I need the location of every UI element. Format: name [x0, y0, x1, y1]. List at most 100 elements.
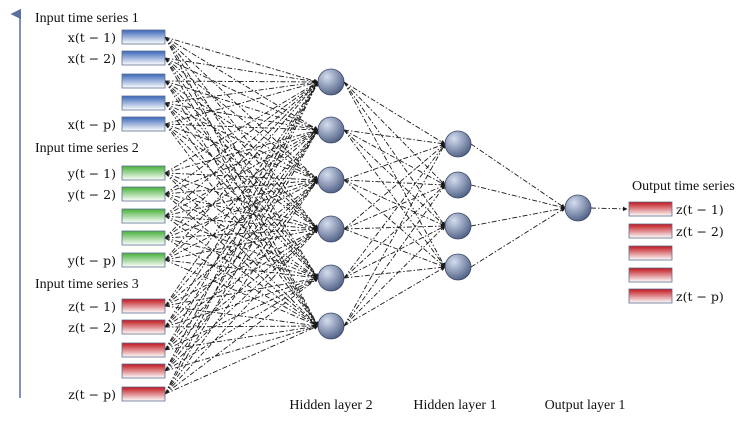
- connection-input-hidden2: [164, 36, 319, 230]
- input-lag-box: [121, 116, 166, 132]
- input-series-title: Input time series 1: [35, 11, 139, 26]
- connection-input-hidden2: [164, 179, 319, 328]
- connection-hidden2-hidden1: [343, 228, 446, 268]
- output-lag-label: z(t − 1): [676, 202, 724, 217]
- output-lag-box: [628, 245, 673, 261]
- connection-hidden1-output: [470, 206, 566, 227]
- hidden-layer-2-node: [317, 116, 345, 144]
- connection-hidden2-hidden1: [343, 225, 446, 279]
- output-series-title: Output time series: [632, 179, 735, 194]
- connection-input-hidden2: [164, 36, 319, 279]
- labels: Input time series 1x(t − 1)x(t − 2)x(t −…: [35, 11, 735, 413]
- connection-hidden2-hidden1: [343, 223, 446, 230]
- connection-input-hidden2: [164, 81, 319, 261]
- connection-input-hidden2: [164, 215, 319, 231]
- input-lag-box: [121, 342, 166, 358]
- connection-input-hidden2: [164, 81, 319, 217]
- hidden-layer-2-node: [317, 68, 345, 96]
- input-lag-box: [121, 298, 166, 314]
- connection-hidden1-output: [470, 184, 566, 210]
- hidden-layer-2-node: [317, 166, 345, 194]
- hidden-layer-2-node: [317, 264, 345, 292]
- connection-hidden2-hidden1: [343, 184, 446, 327]
- connection-input-hidden2: [164, 129, 319, 328]
- connection-input-hidden2: [164, 179, 319, 395]
- connection-input-hidden2: [164, 277, 319, 351]
- connection-hidden1-output: [470, 207, 566, 268]
- connection-hidden2-hidden1: [343, 81, 446, 186]
- connection-input-hidden2: [164, 36, 319, 327]
- connection-input-hidden2: [164, 277, 319, 395]
- connection-hidden2-hidden1: [343, 129, 446, 227]
- connection-input-hidden2: [164, 172, 319, 183]
- connection-hidden2-hidden1: [343, 184, 446, 230]
- connection-input-hidden2: [164, 129, 319, 261]
- connection-input-hidden2: [164, 228, 319, 351]
- connection-input-hidden2: [164, 57, 319, 84]
- input-output-boxes: [121, 29, 673, 402]
- connection-hidden2-hidden1: [343, 129, 446, 146]
- input-series-title: Input time series 3: [35, 277, 139, 292]
- connection-input-hidden2: [164, 129, 319, 395]
- connection-input-hidden2: [164, 259, 319, 327]
- connection-input-hidden2: [164, 102, 319, 181]
- connection-input-hidden2: [164, 57, 319, 181]
- connection-input-hidden2: [164, 193, 319, 327]
- connection-input-hidden2: [164, 79, 319, 85]
- connection-hidden2-hidden1: [343, 179, 446, 227]
- connection-hidden2-hidden1: [343, 179, 446, 268]
- connection-input-hidden2: [164, 277, 319, 328]
- neurons: [317, 68, 592, 340]
- connection-input-hidden2: [164, 193, 319, 231]
- input-lag-box: [121, 73, 166, 89]
- output-layer-node: [564, 194, 592, 222]
- connection-input-hidden2: [164, 57, 319, 131]
- connection-hidden2-hidden1: [343, 184, 446, 279]
- output-lag-label: z(t − 2): [676, 224, 724, 239]
- output-lag-box: [628, 267, 673, 283]
- input-lag-label: x(t − 1): [68, 30, 116, 45]
- connection-input-hidden2: [164, 80, 319, 327]
- connection-input-hidden2: [164, 178, 319, 195]
- connection-input-hidden2: [164, 179, 319, 307]
- hidden-layer-1-node: [444, 253, 472, 281]
- connection-input-hidden2: [164, 227, 319, 261]
- connection-input-hidden2: [164, 226, 319, 239]
- input-lag-box: [121, 252, 166, 268]
- connection-input-hidden2: [164, 129, 319, 217]
- hidden-layer-1-node: [444, 171, 472, 199]
- connection-input-hidden2: [164, 323, 319, 329]
- connection-hidden2-hidden1: [343, 81, 446, 227]
- input-lag-label: z(t − 2): [68, 320, 116, 335]
- connection-input-hidden2: [164, 123, 319, 133]
- input-lag-box: [121, 165, 166, 181]
- connection-input-hidden2: [164, 172, 319, 327]
- connection-input-hidden2: [164, 36, 319, 84]
- connection-hidden2-hidden1: [343, 179, 446, 188]
- connection-input-hidden2: [164, 36, 319, 181]
- connection-input-hidden2: [164, 276, 319, 307]
- input-lag-box: [121, 186, 166, 202]
- input-lag-box: [121, 386, 166, 402]
- connection-hidden2-hidden1: [343, 143, 446, 327]
- connection-hidden2-hidden1: [343, 225, 446, 327]
- connection-input-hidden2: [164, 172, 319, 230]
- hidden-layer-2-node: [317, 312, 345, 340]
- connection-input-hidden2: [164, 81, 319, 239]
- connection-output-series: [590, 206, 628, 212]
- input-series-title: Input time series 2: [35, 141, 139, 156]
- connection-input-hidden2: [164, 80, 319, 104]
- input-lag-label: z(t − 1): [68, 299, 116, 314]
- connection-input-hidden2: [164, 178, 319, 217]
- connection-input-hidden2: [164, 228, 319, 395]
- output-lag-box: [628, 288, 673, 304]
- connection-input-hidden2: [164, 237, 319, 327]
- connection-hidden2-hidden1: [343, 81, 446, 268]
- connection-input-hidden2: [164, 36, 319, 131]
- connection-input-hidden2: [164, 172, 319, 279]
- input-lag-box: [121, 95, 166, 111]
- connection-input-hidden2: [164, 57, 319, 327]
- connection-input-hidden2: [164, 102, 319, 327]
- connection-input-hidden2: [164, 81, 319, 174]
